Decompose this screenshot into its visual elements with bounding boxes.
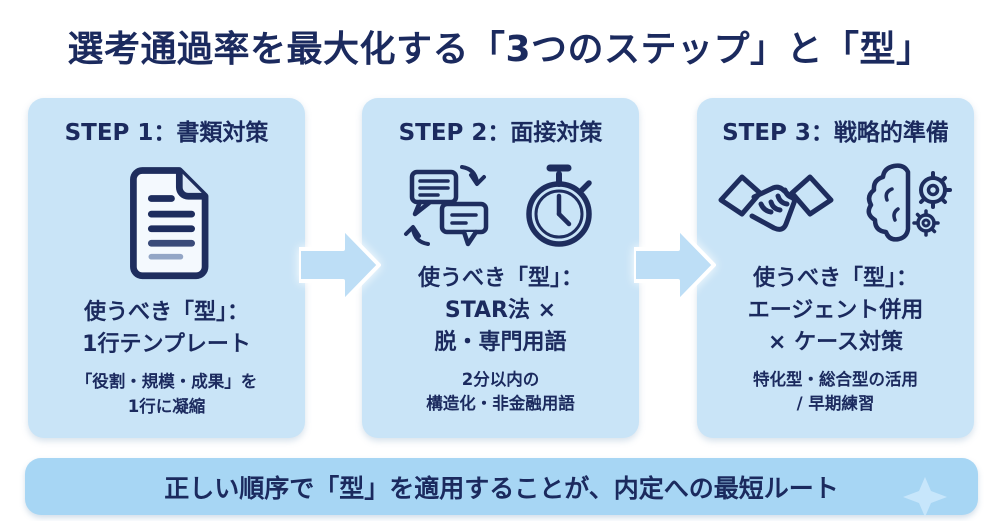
brain-gears-icon bbox=[856, 159, 956, 251]
step-3-icon-area bbox=[697, 147, 974, 263]
right-arrow-icon bbox=[634, 221, 718, 309]
step-3-detail: 特化型・総合型の活用 / 早期練習 bbox=[753, 369, 918, 414]
step-card-1: STEP 1：書類対策 使うべき「型」： 1行テンプレート 「役割・規模・成果」… bbox=[28, 98, 305, 438]
step-card-2: STEP 2：面接対策 bbox=[362, 98, 639, 438]
page-title: 選考通過率を最大化する「3つのステップ」と「型」 bbox=[67, 29, 933, 70]
step-2-icon-area bbox=[362, 147, 639, 263]
step-2-header: STEP 2：面接対策 bbox=[398, 120, 603, 146]
document-icon bbox=[111, 163, 223, 281]
step-1-type-label: 使うべき「型」： 1行テンプレート bbox=[82, 300, 251, 357]
footer-text: 正しい順序で「型」を適用することが、内定への最短ルート bbox=[164, 473, 839, 503]
right-arrow-icon bbox=[299, 221, 383, 309]
step-3-type-label: 使うべき「型」： エージェント併用 × ケース対策 bbox=[747, 266, 924, 355]
step-1-icon-area bbox=[28, 147, 305, 297]
stopwatch-icon bbox=[516, 158, 602, 252]
step-card-3: STEP 3：戦略的準備 bbox=[697, 98, 974, 438]
sparkle-icon bbox=[902, 476, 948, 518]
step-3-header: STEP 3：戦略的準備 bbox=[722, 120, 949, 146]
step-1-header: STEP 1：書類対策 bbox=[64, 120, 269, 146]
step-1-detail: 「役割・規模・成果」を 1行に凝縮 bbox=[75, 371, 258, 416]
handshake-icon bbox=[716, 162, 836, 248]
step-2-detail: 2分以内の 構造化・非金融用語 bbox=[426, 369, 575, 414]
footer-banner: 正しい順序で「型」を適用することが、内定への最短ルート bbox=[25, 458, 978, 518]
chat-bubbles-icon bbox=[400, 160, 496, 250]
step-2-type-label: 使うべき「型」： STAR法 × 脱・専門用語 bbox=[417, 266, 583, 355]
